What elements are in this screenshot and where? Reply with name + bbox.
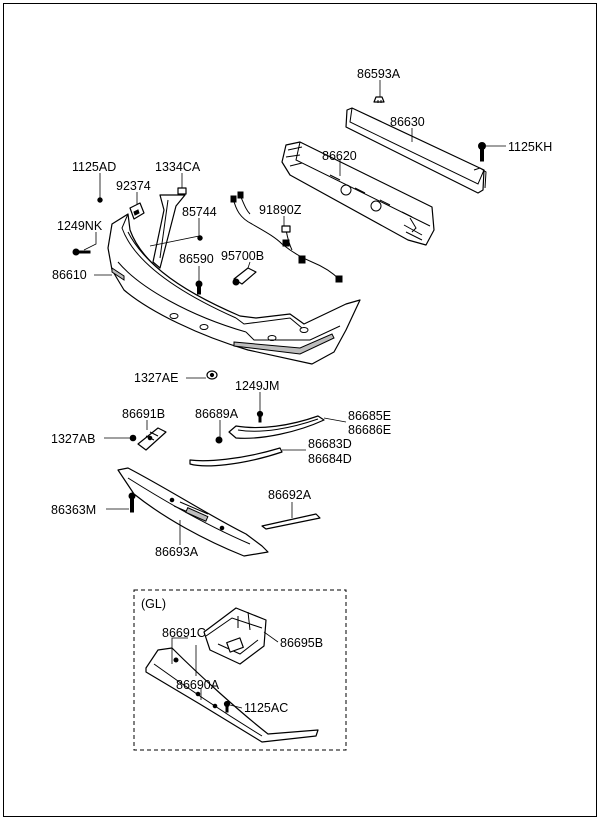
screw-1125AD [97, 197, 103, 203]
label-1327AB: 1327AB [51, 432, 95, 446]
label-86363M: 86363M [51, 503, 96, 517]
label-86686E: 86686E [348, 423, 391, 437]
screw-1327AB [129, 434, 137, 442]
lower-trim-86690A [145, 647, 319, 743]
label-1125AD: 1125AD [72, 160, 116, 174]
clip-1334CA [177, 187, 187, 195]
part-labels: 86593A 86630 1125KH 86620 1125AD 1334CA … [51, 67, 552, 715]
bumper-cover-86610 [107, 213, 361, 365]
lower-cover-86693A [117, 467, 269, 557]
moulding-86685E [228, 415, 325, 439]
label-1125KH: 1125KH [508, 140, 552, 154]
label-86695B: 86695B [280, 636, 323, 650]
label-86593A: 86593A [357, 67, 401, 81]
label-86691B: 86691B [122, 407, 165, 421]
gl-variant-box [133, 589, 347, 751]
label-86691C: 86691C [162, 626, 206, 640]
harness-91890Z [230, 191, 343, 283]
label-1327AE: 1327AE [134, 371, 178, 385]
label-86690A: 86690A [176, 678, 220, 692]
bracket-86695B [203, 607, 267, 665]
strip-86683D [189, 447, 283, 467]
absorber-86620 [281, 141, 435, 246]
label-86684D: 86684D [308, 452, 352, 466]
label-gl: (GL) [141, 597, 166, 611]
screw-1249JM [256, 410, 264, 423]
label-1125AC: 1125AC [244, 701, 288, 715]
diagram-border [3, 3, 597, 817]
label-86620: 86620 [322, 149, 357, 163]
label-85744: 85744 [182, 205, 217, 219]
label-92374: 92374 [116, 179, 151, 193]
strip-86692A [261, 513, 321, 530]
screw-1125AC [223, 700, 231, 713]
screw-1249NK [72, 248, 91, 256]
label-86630: 86630 [390, 115, 425, 129]
lamp-92374 [129, 202, 145, 220]
clip-86593A [373, 96, 385, 103]
screw-86689A [215, 436, 223, 444]
leader-lines [83, 80, 506, 709]
bracket-86691B [137, 427, 167, 451]
sensor-95700B [232, 267, 257, 286]
retainer-85744 [152, 194, 203, 269]
label-86689A: 86689A [195, 407, 239, 421]
label-86610: 86610 [52, 268, 87, 282]
label-86685E: 86685E [348, 409, 391, 423]
label-1249JM: 1249JM [235, 379, 279, 393]
label-86590: 86590 [179, 252, 214, 266]
label-1334CA: 1334CA [155, 160, 201, 174]
label-91890Z: 91890Z [259, 203, 302, 217]
bracket-86590 [195, 280, 203, 295]
screw-1327AE [206, 370, 218, 380]
label-86683D: 86683D [308, 437, 352, 451]
label-95700B: 95700B [221, 249, 264, 263]
label-86693A: 86693A [155, 545, 199, 559]
label-86692A: 86692A [268, 488, 312, 502]
label-1249NK: 1249NK [57, 219, 103, 233]
beam-86630 [345, 107, 487, 194]
bolt-86363M [128, 492, 136, 513]
bolt-1125KH [478, 142, 486, 162]
